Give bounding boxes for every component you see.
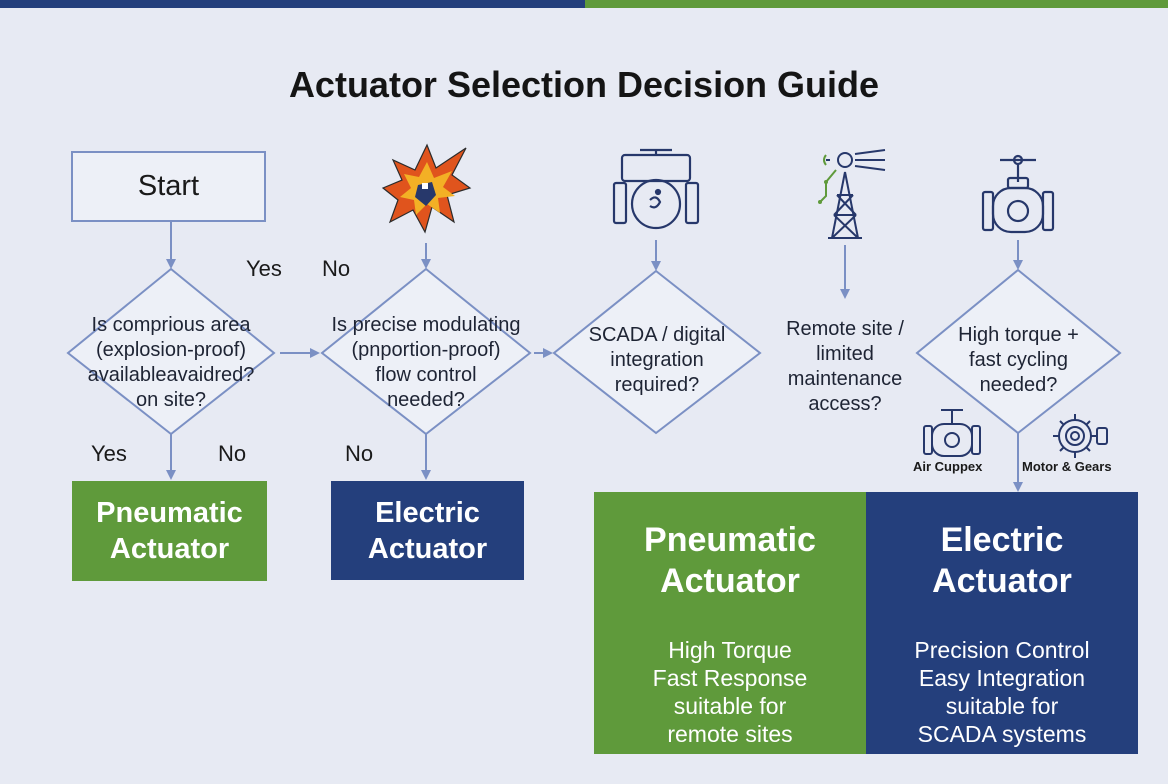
q3-line-1: SCADA / digital bbox=[588, 324, 726, 346]
motor-caption: Motor & Gears bbox=[1022, 459, 1112, 474]
top-accent-bar-green bbox=[585, 0, 1168, 8]
decision-diamond-3 bbox=[552, 269, 762, 435]
explosion-icon bbox=[381, 143, 472, 234]
electric-feature-4: SCADA systems bbox=[917, 721, 1087, 747]
q1-line-4: on site? bbox=[135, 389, 207, 411]
branch-label-no-top: No bbox=[322, 256, 351, 281]
q2-line-1: Is precise modulating bbox=[331, 314, 521, 336]
question-precise-modulating: Is precise modulating (pnportion-proof) … bbox=[312, 313, 540, 413]
question-high-torque: High torque + fast cycling needed? bbox=[917, 323, 1120, 398]
pneumatic-title-line-1: Pneumatic bbox=[644, 521, 816, 559]
question-explosion-proof: Is comprious area (explosion-proof) avai… bbox=[68, 313, 274, 413]
result-pneumatic-actuator: Pneumatic Actuator bbox=[72, 481, 267, 581]
q3-line-2: integration bbox=[610, 349, 704, 371]
q1-line-3: availableavaidred? bbox=[87, 364, 255, 386]
pneumatic-feature-2: Fast Response bbox=[652, 665, 808, 691]
valve-scada-icon bbox=[612, 148, 700, 230]
pneumatic-feature-4: remote sites bbox=[667, 721, 793, 747]
electric-feature-list: Precision Control Easy Integration suita… bbox=[914, 636, 1089, 748]
electric-summary-panel: Electric Actuator Precision Control Easy… bbox=[866, 492, 1138, 754]
branch-label-q1-no: No bbox=[218, 441, 247, 466]
q3-line-3: required? bbox=[614, 374, 700, 396]
question-scada-integration: SCADA / digital integration required? bbox=[554, 323, 760, 398]
motor-gear-icon bbox=[1053, 414, 1108, 458]
electric-result-line-1: Electric bbox=[375, 496, 480, 529]
q2-line-3: flow control bbox=[375, 364, 477, 386]
top-accent-bar-blue bbox=[0, 0, 585, 8]
electric-feature-2: Easy Integration bbox=[918, 665, 1086, 691]
q5-line-2: fast cycling bbox=[969, 349, 1068, 371]
electric-title-line-1: Electric bbox=[940, 521, 1064, 559]
pneumatic-summary-panel: Pneumatic Actuator High Torque Fast Resp… bbox=[594, 492, 866, 754]
start-node: Start bbox=[71, 151, 266, 222]
pneumatic-title-line-2: Actuator bbox=[660, 562, 800, 600]
electric-result-line-2: Actuator bbox=[367, 532, 488, 565]
question-remote-site: Remote site / limited maintenance access… bbox=[760, 317, 930, 417]
branch-label-q1-yes: Yes bbox=[91, 441, 127, 466]
air-caption: Air Cuppex bbox=[913, 459, 983, 474]
electric-summary-title: Electric Actuator bbox=[932, 520, 1072, 602]
q4-line-4: access? bbox=[808, 393, 882, 415]
pneumatic-feature-3: suitable for bbox=[673, 693, 787, 719]
branch-label-yes-top: Yes bbox=[246, 256, 282, 281]
q2-line-2: (pnportion-proof) bbox=[351, 339, 501, 361]
pneumatic-feature-list: High Torque Fast Response suitable for r… bbox=[653, 636, 808, 748]
electric-title-line-2: Actuator bbox=[932, 562, 1072, 600]
pneumatic-result-line-1: Pneumatic bbox=[96, 497, 243, 529]
q5-line-1: High torque + bbox=[958, 324, 1079, 346]
q4-line-3: maintenance bbox=[787, 368, 903, 390]
pneumatic-result-line-2: Actuator bbox=[109, 533, 230, 565]
result-electric-actuator: Electric Actuator bbox=[331, 481, 524, 580]
q1-line-1: Is comprious area bbox=[91, 314, 251, 336]
pneumatic-summary-title: Pneumatic Actuator bbox=[644, 520, 816, 602]
q4-line-2: limited bbox=[816, 343, 874, 365]
electric-feature-1: Precision Control bbox=[914, 637, 1090, 663]
pneumatic-feature-1: High Torque bbox=[668, 637, 792, 663]
q1-line-2: (explosion-proof) bbox=[95, 339, 247, 361]
radio-tower-icon bbox=[818, 149, 886, 239]
branch-label-q2-no: No bbox=[345, 441, 374, 466]
electric-feature-3: suitable for bbox=[945, 693, 1059, 719]
q2-line-4: needed? bbox=[387, 389, 465, 411]
q4-line-1: Remote site / bbox=[786, 318, 904, 340]
valve-icon bbox=[981, 154, 1055, 234]
page-title: Actuator Selection Decision Guide bbox=[288, 64, 880, 105]
q5-line-3: needed? bbox=[979, 374, 1058, 396]
air-valve-icon bbox=[923, 409, 981, 457]
